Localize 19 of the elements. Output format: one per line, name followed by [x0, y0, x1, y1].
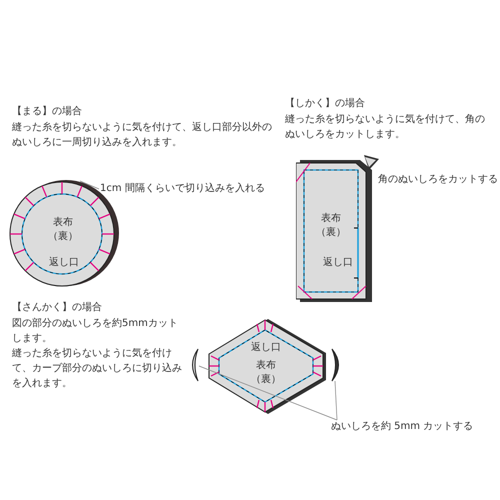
section-heading: 【まる】の場合: [12, 104, 83, 119]
square-fabric-drawing: [296, 160, 372, 302]
note-text: 角のぬいしろをカットする: [378, 173, 499, 187]
instruction-text: 図の部分のぬいしろを約5mmカットします。: [12, 316, 179, 346]
fabric-label: 表布（裏）: [47, 216, 79, 244]
fabric-label: 表布（裏）: [315, 212, 347, 240]
leader-note: 1cm 間隔くらいで切り込みを入れる: [100, 182, 265, 196]
instruction-text: 縫った糸を切らないように気を付けて、カーブ部分のぬいしろに切り込みを入れます。: [12, 346, 183, 391]
section-heading: 【しかく】の場合: [285, 96, 366, 111]
section-heading: 【さんかく】の場合: [12, 300, 103, 315]
instruction-text: 縫った糸を切らないように気を付けて、角のぬいしろをカットします。: [285, 112, 485, 142]
opening-label: 返し口: [48, 256, 80, 270]
leader-line: [80, 180, 100, 190]
instruction-text: 縫った糸を切らないように気を付けて、返し口部分以外のぬいしろに一周切り込みを入れます。: [12, 120, 273, 150]
opening-label: 返し口: [250, 341, 282, 355]
leader-note: ぬいしろを約 5mm カットする: [331, 420, 474, 434]
fabric-label: 表布（裏）: [250, 359, 282, 387]
leader-line: [334, 380, 338, 420]
opening-label: 返し口: [322, 256, 354, 270]
